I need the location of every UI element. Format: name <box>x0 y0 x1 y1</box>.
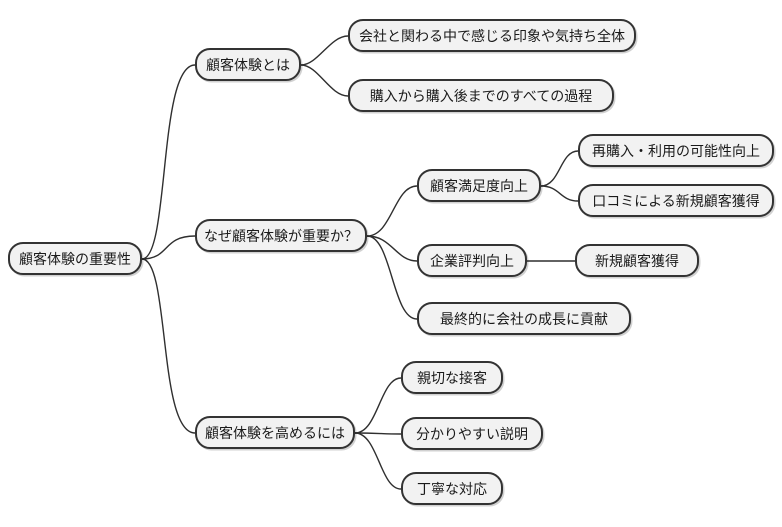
node-word-of-mouth: 口コミによる新規顧客獲得 <box>578 184 774 217</box>
node-why-cx-important: なぜ顧客体験が重要か？ <box>195 219 367 252</box>
node-cx-definition-impression: 会社と関わる中で感じる印象や気持ち全体 <box>348 19 636 52</box>
node-reputation-up: 企業評判向上 <box>417 244 527 277</box>
edge-satisfaction-to-repurchase <box>540 150 579 187</box>
edge-root-to-why-important <box>141 235 196 260</box>
edge-whatis-to-impression <box>300 35 349 66</box>
node-repurchase-up: 再購入・利用の可能性向上 <box>578 134 774 167</box>
node-what-is-cx: 顧客体験とは <box>195 48 301 81</box>
node-clear-explanation: 分かりやすい説明 <box>401 417 543 450</box>
node-cx-definition-process: 購入から購入後までのすべての過程 <box>348 79 614 112</box>
node-root: 顧客体験の重要性 <box>8 242 142 275</box>
node-new-customers: 新規顧客獲得 <box>575 244 699 277</box>
node-polite-response: 丁寧な対応 <box>401 472 503 505</box>
edge-why-to-reputation <box>366 235 418 262</box>
node-friendly-service: 親切な接客 <box>401 361 503 394</box>
edge-satisfaction-to-wordofmouth <box>540 185 579 202</box>
edge-whatis-to-process <box>300 64 349 97</box>
edge-root-to-what-is-cx <box>141 64 196 260</box>
node-growth-contribution: 最終的に会社の成長に貢献 <box>417 302 631 335</box>
edge-how-to-friendly <box>354 377 402 434</box>
edge-why-to-growth <box>366 235 418 320</box>
edge-how-to-polite <box>354 432 402 490</box>
edge-why-to-satisfaction <box>366 185 418 237</box>
edge-root-to-how-to-improve <box>141 258 196 434</box>
edge-how-to-clear <box>354 432 402 435</box>
node-how-to-improve: 顧客体験を高めるには <box>195 416 355 449</box>
node-satisfaction-up: 顧客満足度向上 <box>417 169 541 202</box>
